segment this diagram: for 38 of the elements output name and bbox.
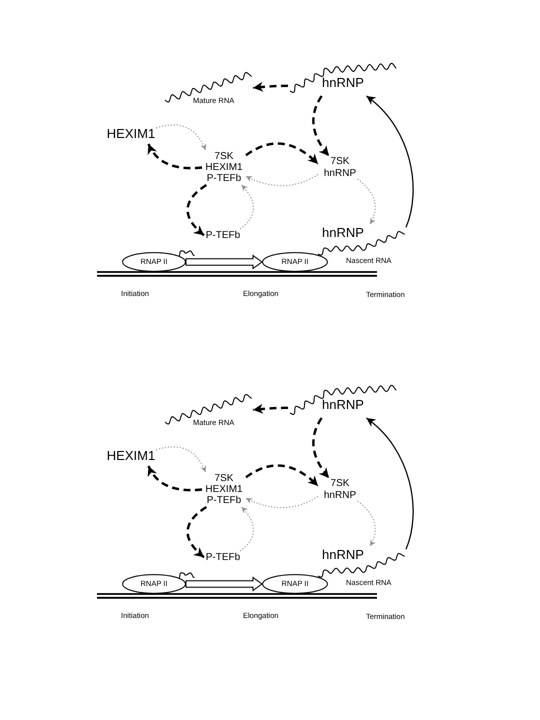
dashed-arrow [312, 95, 330, 157]
dashed-arrow [147, 143, 202, 170]
complex-label: 7SK hnRNP [318, 478, 362, 501]
protein-label: HEXIM1 [106, 124, 156, 144]
dotted-arrow [246, 496, 318, 508]
protein-label: P-TEFb [204, 229, 242, 243]
dotted-arrow [240, 506, 254, 552]
dotted-arrow [156, 446, 206, 472]
dotted-arrow [246, 174, 318, 186]
complex-label: 7SK hnRNP [318, 156, 362, 179]
block-arrow [186, 576, 263, 592]
dashed-arrow [252, 404, 288, 414]
polymerase-ellipse [262, 574, 328, 594]
dashed-arrow [245, 142, 319, 165]
complex-label: 7SK HEXIM1 P-TEFb [202, 472, 246, 507]
curved-arrow [366, 96, 414, 228]
dashed-arrow [312, 417, 330, 479]
complex-label: 7SK HEXIM1 P-TEFb [202, 150, 246, 185]
dashed-arrow [147, 465, 202, 492]
protein-label: hnRNP [322, 76, 364, 91]
dotted-arrow [357, 500, 376, 546]
protein-label: hnRNP [322, 548, 364, 563]
curved-arrow [366, 418, 414, 550]
dotted-arrow [357, 178, 376, 224]
polymerase-ellipse [262, 252, 328, 272]
block-arrow [186, 254, 263, 270]
protein-label: P-TEFb [204, 551, 242, 565]
dotted-arrow [156, 124, 206, 150]
dashed-arrow [186, 184, 208, 236]
dashed-arrow [186, 506, 208, 558]
protein-label: hnRNP [322, 398, 364, 413]
protein-label: HEXIM1 [106, 446, 156, 466]
dotted-arrow [240, 184, 254, 230]
polymerase-ellipse [122, 574, 186, 594]
polymerase-ellipse [122, 252, 186, 272]
dashed-arrow [245, 464, 319, 487]
protein-label: hnRNP [322, 226, 364, 241]
dashed-arrow [252, 82, 288, 92]
